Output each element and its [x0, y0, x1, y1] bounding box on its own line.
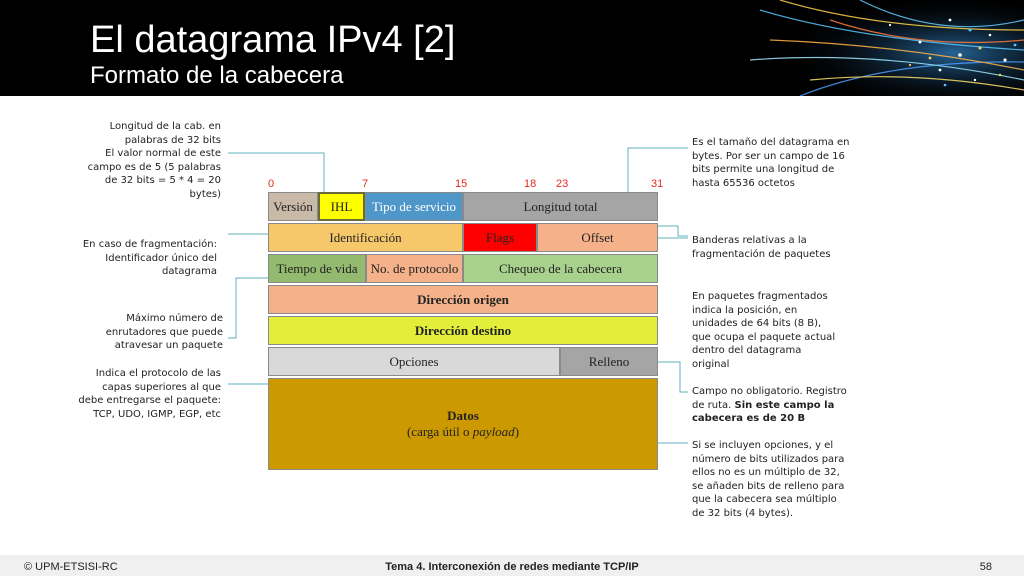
field-total-length: Longitud total — [463, 192, 658, 221]
field-ihl: IHL — [318, 192, 365, 221]
field-source-label: Dirección origen — [417, 291, 509, 307]
footer-topic: Tema 4. Interconexión de redes mediante … — [385, 561, 639, 573]
note-ttl: Máximo número de enrutadores que puede a… — [105, 313, 223, 351]
slide-subtitle: Formato de la cabecera — [90, 62, 344, 89]
field-options-label: Opciones — [389, 353, 439, 369]
field-flags-label: Flags — [485, 229, 515, 245]
note-ihl: Longitud de la cab. en palabras de 32 bi… — [87, 121, 221, 200]
slide-title: El datagrama IPv4 [2] — [90, 19, 456, 61]
bit-label-15: 15 — [455, 178, 468, 190]
field-flags: Flags — [463, 223, 537, 252]
field-data-sub-prefix: (carga útil o — [406, 424, 473, 439]
note-padding: Si se incluyen opciones, y el número de … — [692, 440, 845, 519]
fiber-optic-image — [740, 0, 1024, 96]
bit-label-0: 0 — [268, 178, 275, 190]
field-identification: Identificación — [268, 223, 463, 252]
note-options-text: Campo no obligatorio. Registro de ruta. — [692, 386, 847, 411]
page-number: 58 — [979, 561, 992, 573]
field-ttl: Tiempo de vida — [268, 254, 366, 283]
footer-copyright: © UPM-ETSISI-RC — [24, 561, 118, 573]
note-options: Campo no obligatorio. Registro de ruta. … — [692, 385, 862, 426]
field-version: Versión — [268, 192, 318, 221]
field-checksum: Chequeo de la cabecera — [463, 254, 658, 283]
field-total-length-label: Longitud total — [523, 198, 598, 214]
field-padding: Relleno — [560, 347, 658, 376]
note-flags: Banderas relativas a la fragmentación de… — [692, 235, 831, 260]
field-data-sub-italic: payload — [472, 424, 515, 439]
field-padding-label: Relleno — [588, 353, 630, 369]
field-destination-label: Dirección destino — [414, 322, 512, 338]
field-data-subtitle: (carga útil o payload) — [407, 424, 519, 440]
field-tos: Tipo de servicio — [365, 192, 463, 221]
field-data: Datos (carga útil o payload) — [268, 378, 658, 470]
field-source: Dirección origen — [268, 285, 658, 314]
bit-label-31: 31 — [651, 178, 664, 190]
field-ttl-label: Tiempo de vida — [276, 260, 358, 276]
field-protocol: No. de protocolo — [366, 254, 463, 283]
bit-label-18: 18 — [524, 178, 537, 190]
field-data-title: Datos — [447, 408, 479, 423]
note-identification: En caso de fragmentación: Identificador … — [82, 239, 217, 277]
field-offset-label: Offset — [581, 229, 614, 245]
note-offset: En paquetes fragmentados indica la posic… — [692, 291, 836, 370]
field-identification-label: Identificación — [329, 229, 402, 245]
footer-bar — [0, 555, 1024, 576]
bit-label-23: 23 — [556, 178, 569, 190]
note-total-length: Es el tamaño del datagrama en bytes. Por… — [692, 137, 850, 189]
field-data-sub-suffix: ) — [514, 424, 520, 439]
note-options-bold: Sin este campo la cabecera es de 20 B — [692, 399, 835, 425]
field-offset: Offset — [537, 223, 658, 252]
field-checksum-label: Chequeo de la cabecera — [498, 260, 623, 276]
field-tos-label: Tipo de servicio — [371, 198, 457, 214]
field-protocol-label: No. de protocolo — [370, 260, 459, 276]
note-protocol: Indica el protocolo de las capas superio… — [78, 368, 221, 420]
bit-label-7: 7 — [362, 178, 369, 190]
field-destination: Dirección destino — [268, 316, 658, 345]
slide-header: El datagrama IPv4 [2] Formato de la cabe… — [0, 0, 1024, 96]
field-options: Opciones — [268, 347, 560, 376]
field-ihl-label: IHL — [330, 198, 353, 214]
field-version-label: Versión — [273, 198, 313, 214]
